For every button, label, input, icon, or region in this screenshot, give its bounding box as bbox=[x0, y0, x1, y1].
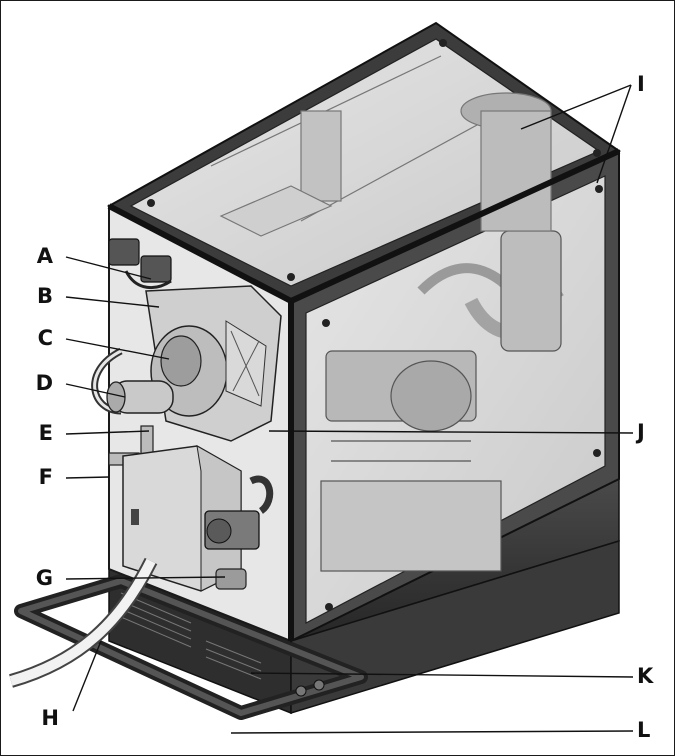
circulation-pump bbox=[204, 475, 274, 590]
right-glass-panel bbox=[290, 149, 620, 643]
callout-c: C bbox=[38, 326, 53, 350]
callout-b: B bbox=[37, 284, 53, 308]
panel-screw bbox=[147, 39, 601, 281]
callout-h: H bbox=[41, 706, 59, 730]
engine-internals bbox=[320, 230, 564, 572]
callout-g: G bbox=[36, 566, 53, 590]
callout-a: A bbox=[37, 244, 54, 268]
panel-screw bbox=[322, 185, 603, 611]
hose bbox=[9, 557, 158, 688]
transport-handle bbox=[14, 574, 368, 720]
leader-lines bbox=[65, 84, 634, 734]
frame-edges bbox=[107, 148, 621, 641]
sensor-unit bbox=[108, 238, 172, 290]
callout-k: K bbox=[637, 664, 654, 688]
callout-f: F bbox=[39, 465, 53, 489]
callout-j: J bbox=[635, 420, 645, 444]
callout-l: L bbox=[637, 718, 650, 742]
callout-e: E bbox=[39, 421, 53, 445]
power-connector bbox=[295, 679, 325, 697]
callout-labels: A B C D E F G H I J K L bbox=[36, 72, 654, 742]
callout-i: I bbox=[637, 72, 645, 96]
callout-d: D bbox=[36, 371, 53, 395]
exhaust-heat-exchanger bbox=[145, 285, 282, 442]
